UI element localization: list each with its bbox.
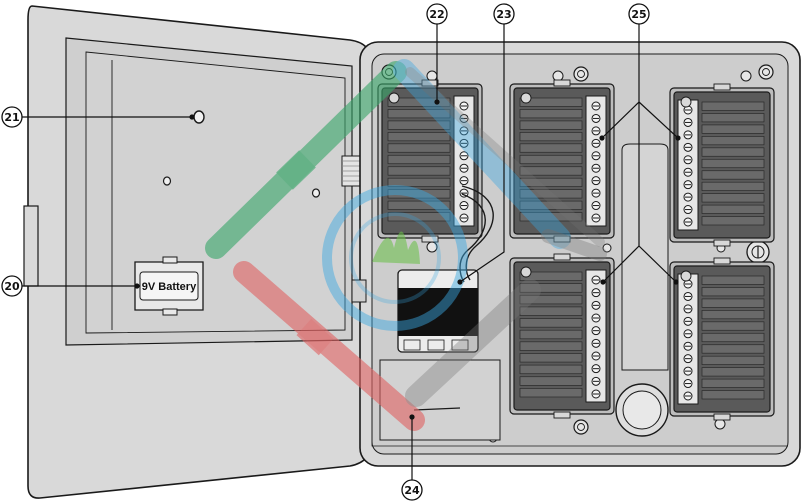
station-modules xyxy=(377,79,775,421)
callout-25: 25 xyxy=(628,3,650,25)
svg-text:24: 24 xyxy=(404,484,420,497)
callout-23: 23 xyxy=(493,3,515,25)
battery-label: 9V Battery xyxy=(142,281,197,293)
watermark-logo xyxy=(205,59,607,431)
svg-text:25: 25 xyxy=(631,8,646,21)
svg-text:23: 23 xyxy=(496,8,511,21)
callout-leaders xyxy=(21,24,679,480)
station-module-bottom-right xyxy=(669,257,775,421)
svg-text:20: 20 xyxy=(4,280,20,293)
svg-text:21: 21 xyxy=(4,111,19,124)
power-module xyxy=(397,185,494,353)
callout-24: 24 xyxy=(401,479,423,501)
callout-dots xyxy=(134,99,681,420)
station-module-top-middle xyxy=(509,79,615,243)
door-hole-top xyxy=(193,110,205,124)
svg-text:22: 22 xyxy=(429,8,444,21)
callout-21: 21 xyxy=(1,106,23,128)
station-module-bottom-middle xyxy=(509,253,615,419)
station-module-top-right xyxy=(669,83,775,247)
conduit-knockout xyxy=(615,383,669,437)
door-latch xyxy=(746,240,770,264)
callout-20: 20 xyxy=(1,275,23,297)
battery-holder: 9V Battery xyxy=(134,256,204,316)
base-module xyxy=(377,79,483,243)
callout-22: 22 xyxy=(426,3,448,25)
